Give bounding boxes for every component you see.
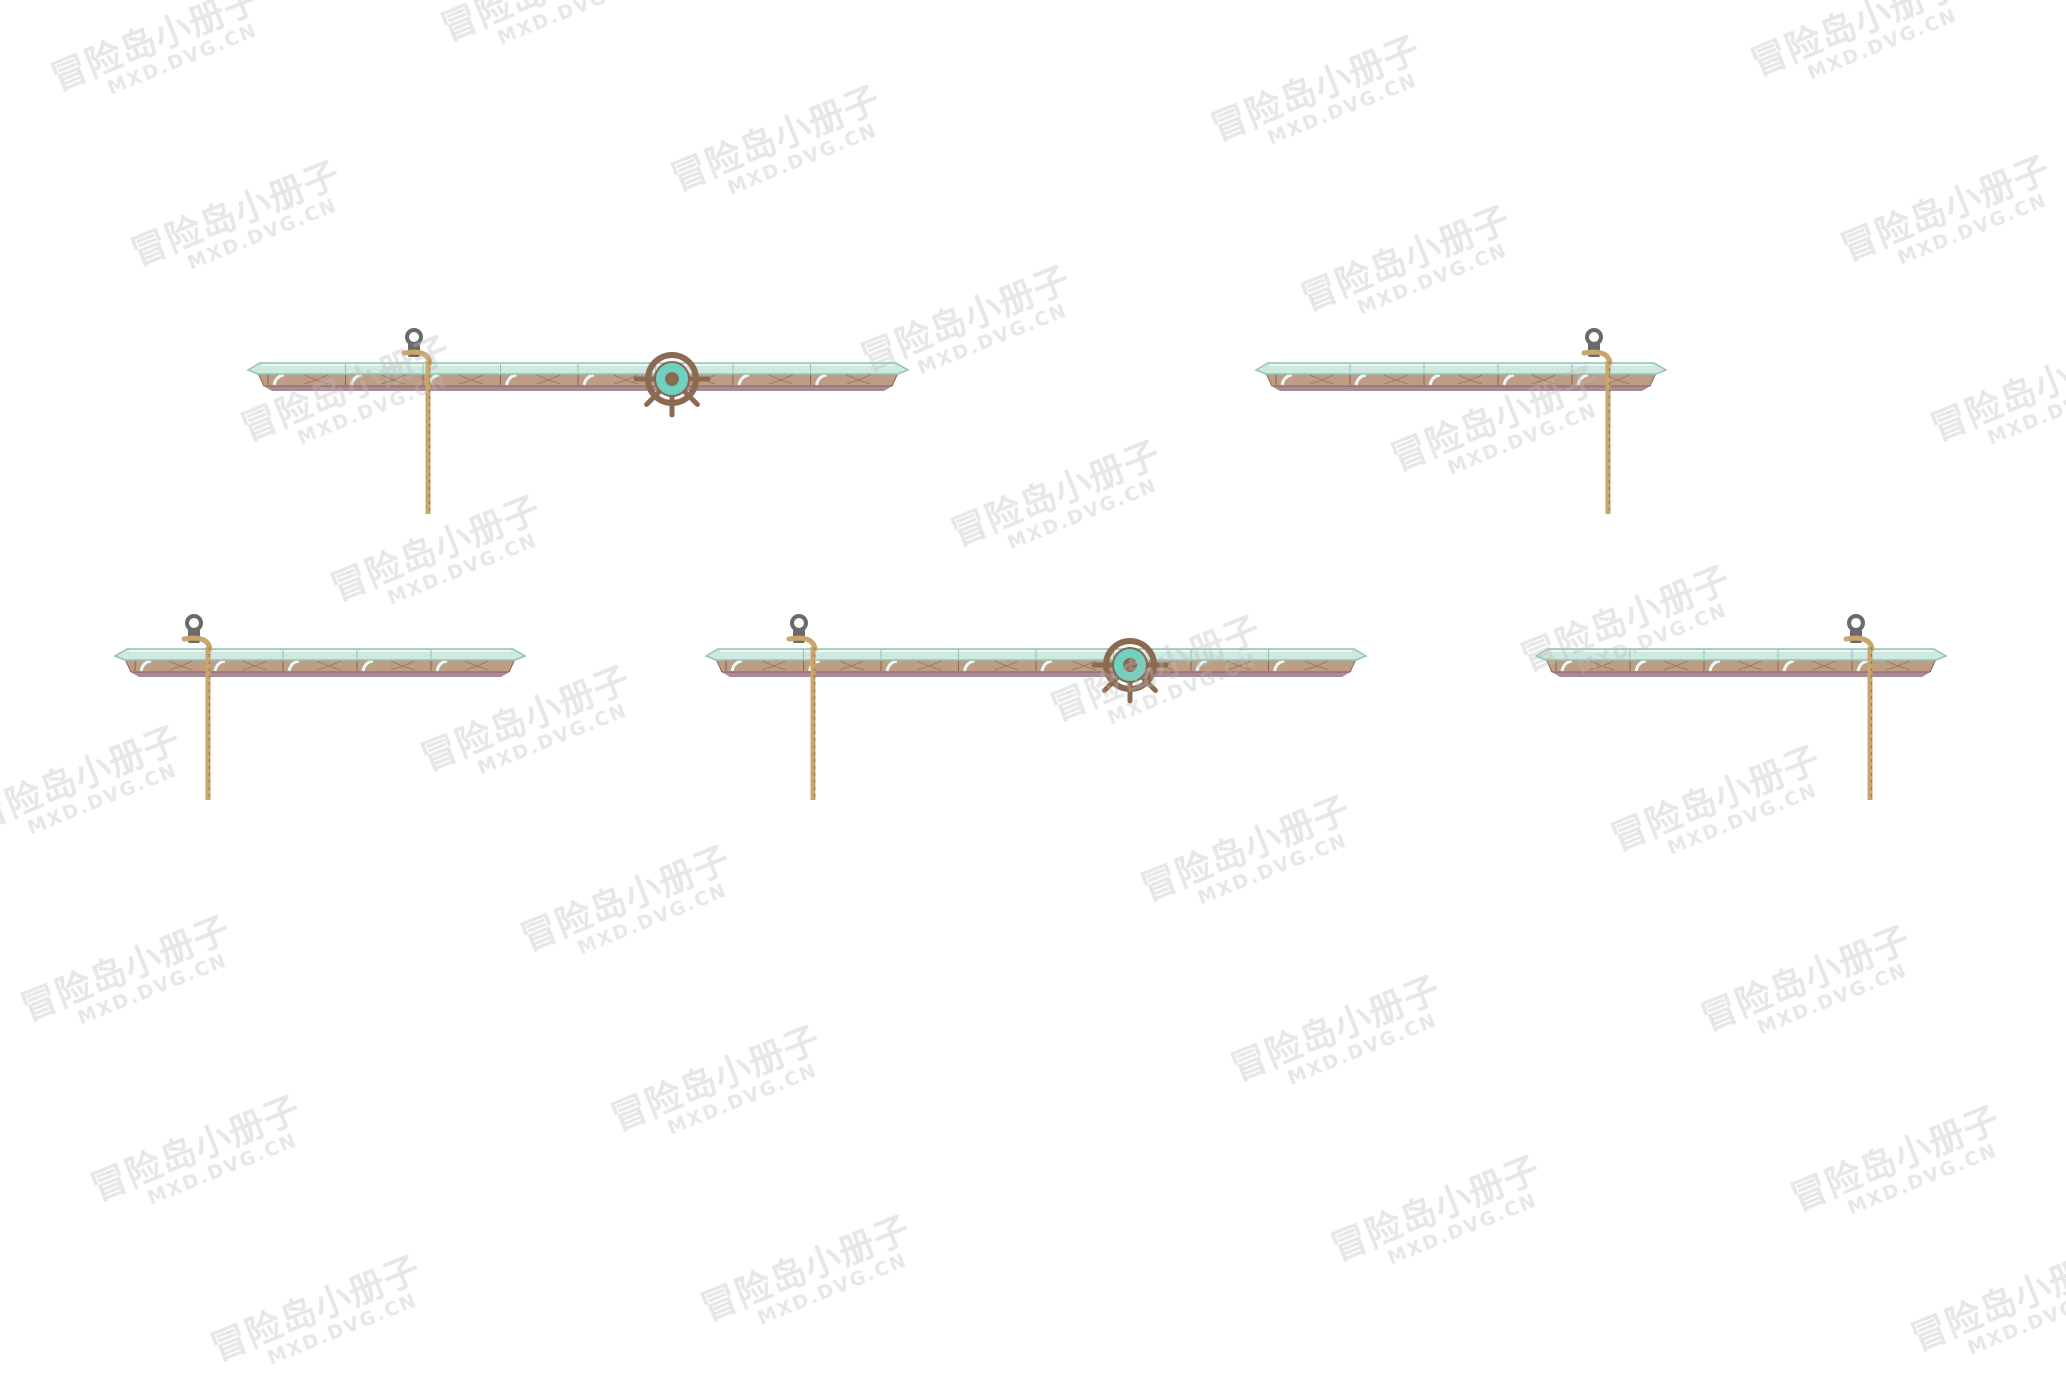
hook-icon: [1847, 614, 1865, 632]
rope-coil: [1843, 635, 1875, 652]
plank-bracket: [1634, 659, 1647, 672]
plank-bracket: [1273, 659, 1285, 672]
plank-pattern: [1811, 660, 1837, 671]
plank-bracket: [505, 373, 517, 386]
plank-bracket: [1708, 659, 1721, 672]
plank-pattern: [1531, 374, 1557, 385]
plank-pattern: [1457, 374, 1483, 385]
plank-bracket: [1502, 373, 1515, 386]
plank-pattern: [761, 660, 787, 671]
plank-bracket: [582, 373, 595, 386]
plank-bracket: [815, 373, 827, 386]
plank-pattern: [916, 660, 942, 671]
plank-pattern: [1737, 660, 1763, 671]
plank-bracket: [435, 659, 448, 672]
plank-bracket: [1782, 659, 1795, 672]
beam-face: [1265, 372, 1657, 387]
plank-pattern: [242, 660, 268, 671]
ship-wheel-icon: [1091, 638, 1169, 704]
plank-bracket: [213, 659, 226, 672]
platform-5: [1534, 614, 1948, 800]
rope-coil: [401, 349, 433, 366]
plank-pattern: [1383, 374, 1409, 385]
platform-4: [704, 614, 1368, 800]
plank-pattern: [1304, 660, 1329, 671]
plank-bracket: [730, 659, 743, 672]
rope-coil: [181, 635, 213, 652]
plank-pattern: [303, 374, 329, 385]
plank-bracket: [287, 659, 300, 672]
plank-bracket: [272, 373, 285, 386]
hook-icon: [1585, 328, 1603, 346]
platform-3: [113, 614, 527, 800]
plank-pattern: [613, 374, 639, 385]
wheel-rim: [645, 352, 699, 406]
plank-pattern: [768, 374, 794, 385]
beam-face: [124, 658, 516, 673]
plank-bracket: [1280, 373, 1293, 386]
plank-pattern: [458, 374, 484, 385]
beam-face: [1545, 658, 1937, 673]
ship-wheel-icon: [633, 352, 711, 418]
plank-bracket: [1354, 373, 1367, 386]
plank-pattern: [846, 374, 871, 385]
plank-pattern: [1663, 660, 1689, 671]
plank-pattern: [168, 660, 194, 671]
plank-bracket: [963, 659, 975, 672]
wheel-rim: [1103, 638, 1157, 692]
scene-canvas: [113, 328, 1948, 800]
platform-1: [246, 328, 910, 514]
rope-coil: [1581, 349, 1613, 366]
plank-pattern: [1226, 660, 1252, 671]
wheel-hub: [1123, 658, 1137, 672]
plank-bracket: [1195, 659, 1208, 672]
plank-bracket: [737, 373, 750, 386]
plank-bracket: [885, 659, 898, 672]
plank-pattern: [381, 374, 406, 385]
plank-pattern: [536, 374, 561, 385]
plank-pattern: [839, 660, 864, 671]
plank-bracket: [1040, 659, 1053, 672]
rope-coil: [786, 635, 818, 652]
plank-pattern: [994, 660, 1019, 671]
plank-pattern: [1589, 660, 1615, 671]
plank-bracket: [1428, 373, 1441, 386]
platform-2: [1254, 328, 1668, 514]
plank-pattern: [1885, 660, 1911, 671]
plank-pattern: [1309, 374, 1335, 385]
plank-pattern: [464, 660, 490, 671]
hook-icon: [790, 614, 808, 632]
wheel-hub: [665, 372, 679, 386]
plank-pattern: [1071, 660, 1097, 671]
plank-bracket: [1560, 659, 1573, 672]
plank-pattern: [316, 660, 342, 671]
plank-bracket: [361, 659, 374, 672]
plank-bracket: [350, 373, 362, 386]
hook-icon: [185, 614, 203, 632]
plank-bracket: [139, 659, 152, 672]
plank-bracket: [1576, 373, 1589, 386]
plank-pattern: [390, 660, 416, 671]
plank-bracket: [1856, 659, 1869, 672]
hook-icon: [405, 328, 423, 346]
